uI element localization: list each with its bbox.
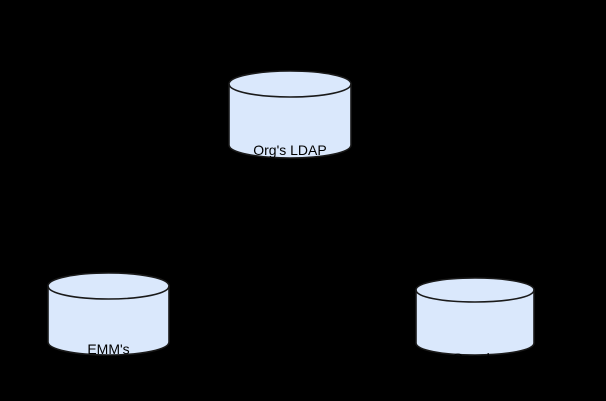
database-cylinder-icon [228,70,352,159]
node-label-line-2: database [47,397,170,401]
node-google[interactable]: Google [415,277,535,366]
database-cylinder-icon [47,272,170,356]
database-cylinder-icon [415,277,535,356]
node-emm-database[interactable]: EMM's database [47,272,170,401]
node-label-line-2: directory [263,199,317,215]
node-org-ldap-directory[interactable]: Org's LDAP directory [228,70,352,215]
